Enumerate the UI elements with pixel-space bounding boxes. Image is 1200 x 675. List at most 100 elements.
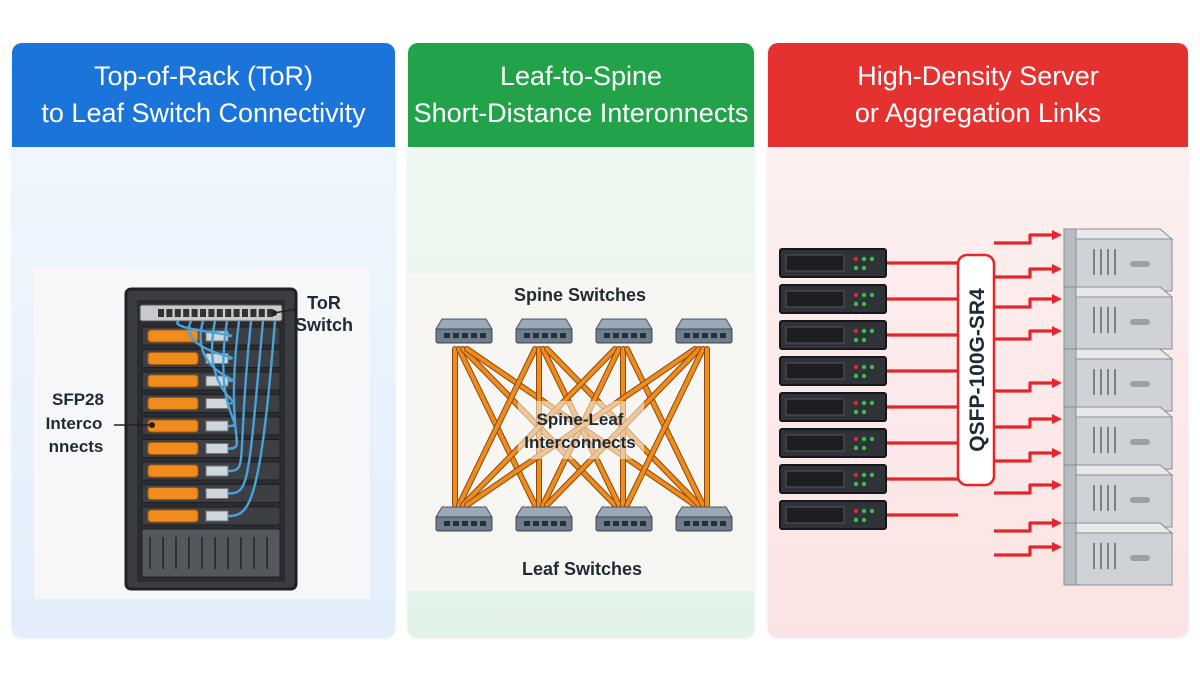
- switch-port: [453, 333, 459, 338]
- status-led: [853, 445, 859, 451]
- sfp28-cable: [227, 320, 265, 495]
- uplink-link: [994, 545, 1052, 557]
- switch-top: [675, 506, 733, 518]
- switch-port: [533, 521, 539, 526]
- sfp-label-1: SFP28: [52, 390, 104, 409]
- rack-server: [141, 439, 281, 458]
- tor-port: [258, 309, 265, 317]
- leaf-switch: [515, 506, 573, 532]
- panel-aggregation: High-Density Server or Aggregation Links…: [768, 43, 1188, 637]
- status-led: [853, 409, 859, 415]
- server-bezel: [147, 487, 199, 500]
- tor-port: [200, 309, 206, 317]
- switch-top: [1062, 406, 1174, 418]
- rack-illustration-card: ToR Switch SFP28 Interco nnects: [34, 267, 370, 599]
- switch-port: [693, 521, 699, 526]
- switch-front: [1075, 238, 1173, 292]
- tor-port: [208, 309, 215, 317]
- rack-server: [141, 416, 281, 436]
- status-led: [861, 301, 867, 307]
- status-led: [861, 292, 867, 298]
- status-led: [853, 517, 859, 523]
- switch-port: [444, 333, 450, 338]
- uplink-arrow: [1052, 378, 1062, 388]
- switch-front: [1075, 532, 1173, 586]
- sfp-label-3: nnects: [49, 437, 104, 456]
- switch-port: [640, 521, 646, 526]
- sfp28-cable: [227, 320, 277, 518]
- switch-port: [453, 521, 459, 526]
- tor-label-1: ToR: [307, 293, 341, 313]
- qsfp-module-label: QSFP-100G-SR4: [966, 288, 989, 452]
- aggregation-switch: [1062, 228, 1174, 292]
- status-led: [853, 328, 859, 334]
- switch-port: [622, 333, 628, 338]
- switch-port: [613, 333, 619, 338]
- rack-server: [779, 392, 887, 422]
- status-led: [853, 256, 859, 262]
- rack-server: [141, 484, 281, 503]
- panel-title-line1: High-Density Server: [857, 61, 1099, 91]
- panel-header: Top-of-Rack (ToR) to Leaf Switch Connect…: [12, 43, 395, 147]
- server-drive-bay: [785, 290, 845, 308]
- uplink-arrow: [1052, 518, 1062, 528]
- status-led: [861, 265, 867, 271]
- server-bezel: [147, 352, 199, 365]
- aggregation-switch: [1062, 348, 1174, 412]
- status-led: [861, 364, 867, 370]
- rack-server: [779, 356, 887, 386]
- switch-port: [533, 333, 539, 338]
- status-led: [869, 292, 875, 298]
- tor-port: [216, 309, 223, 317]
- aggregation-switch: [1062, 406, 1174, 470]
- switch-port: [471, 333, 477, 338]
- panel-title-line2: Short-Distance Interonnects: [413, 98, 749, 128]
- rack-server: [779, 248, 887, 278]
- sfp-callout-dot: [149, 422, 155, 428]
- uplink-link: [994, 417, 1052, 429]
- switch-top: [1062, 522, 1174, 534]
- drive-handle: [1130, 319, 1150, 325]
- status-led: [861, 436, 867, 442]
- switch-port: [462, 333, 468, 338]
- switch-port: [604, 333, 610, 338]
- rack-server: [779, 500, 887, 530]
- status-led: [853, 337, 859, 343]
- switch-port: [560, 333, 566, 338]
- switch-port: [480, 521, 486, 526]
- switch-top: [1062, 348, 1174, 360]
- rack-server: [141, 326, 281, 346]
- rack-server: [779, 284, 887, 314]
- mesh-label-1: Spine-Leaf: [537, 410, 624, 429]
- server-bezel: [147, 464, 199, 478]
- status-led: [853, 292, 859, 298]
- status-led: [861, 400, 867, 406]
- status-led: [853, 301, 859, 307]
- panel-body: ToR Switch SFP28 Interco nnects: [12, 147, 395, 637]
- sfp28-port: [205, 510, 229, 522]
- switch-port: [693, 333, 699, 338]
- drive-handle: [1130, 555, 1150, 561]
- rack-server: [141, 506, 281, 526]
- tor-port: [267, 309, 274, 317]
- server-bezel: [147, 442, 199, 455]
- status-led: [861, 508, 867, 514]
- aggregation-switch: [1062, 464, 1174, 528]
- drive-handle: [1130, 497, 1150, 503]
- leaf-switch: [675, 506, 733, 532]
- uplink-arrow: [1052, 414, 1062, 424]
- status-led: [861, 328, 867, 334]
- uplink-arrow: [1052, 264, 1062, 274]
- panel-header: Leaf-to-Spine Short-Distance Interonnect…: [408, 43, 754, 147]
- switch-top: [1062, 228, 1174, 240]
- uplink-arrow: [1052, 448, 1062, 458]
- switch-port: [613, 521, 619, 526]
- status-led: [853, 472, 859, 478]
- sfp28-port: [205, 488, 229, 499]
- aggregation-switch: [1062, 286, 1174, 350]
- switch-port: [560, 521, 566, 526]
- server-drive-bay: [785, 470, 845, 488]
- switch-port: [640, 333, 646, 338]
- status-led: [861, 409, 867, 415]
- spine-leaf-diagram: Spine Switches Spine-Leaf Interconnects …: [435, 285, 733, 579]
